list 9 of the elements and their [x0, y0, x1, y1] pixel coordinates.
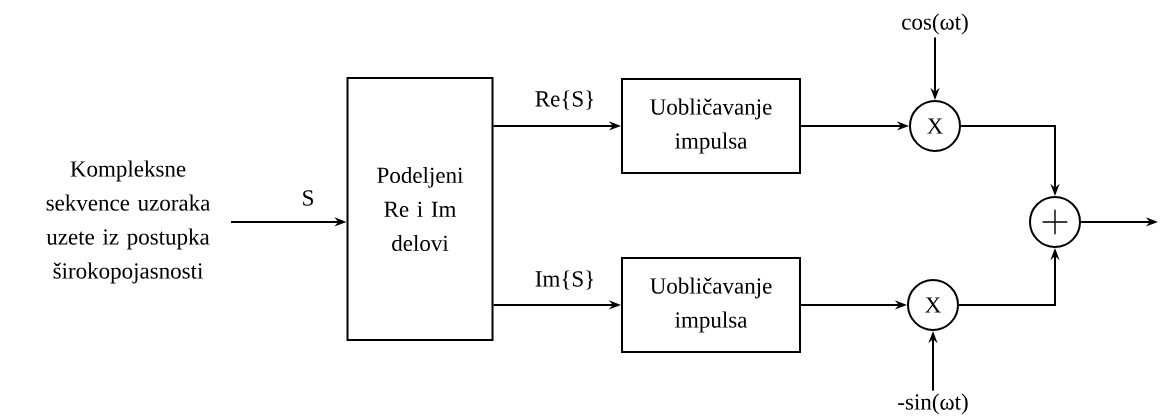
carrier-label: cos(ωt) — [902, 13, 968, 35]
source-text: Kompleksne sekvence uzoraka uzete iz postupka širokopojasnosti — [46, 160, 211, 284]
carrier-label: -sin(ωt) — [898, 393, 968, 415]
pulse-shaping-block: Uobličavanje impulsa — [621, 257, 801, 353]
edge-label: Im{S} — [535, 270, 594, 290]
edge-label: S — [303, 190, 313, 206]
edge-label: Re{S} — [535, 90, 594, 110]
pulse-shaping-block: Uobličavanje impulsa — [621, 78, 801, 174]
split-block: Podeljeni Re i Im delovi — [346, 77, 494, 341]
